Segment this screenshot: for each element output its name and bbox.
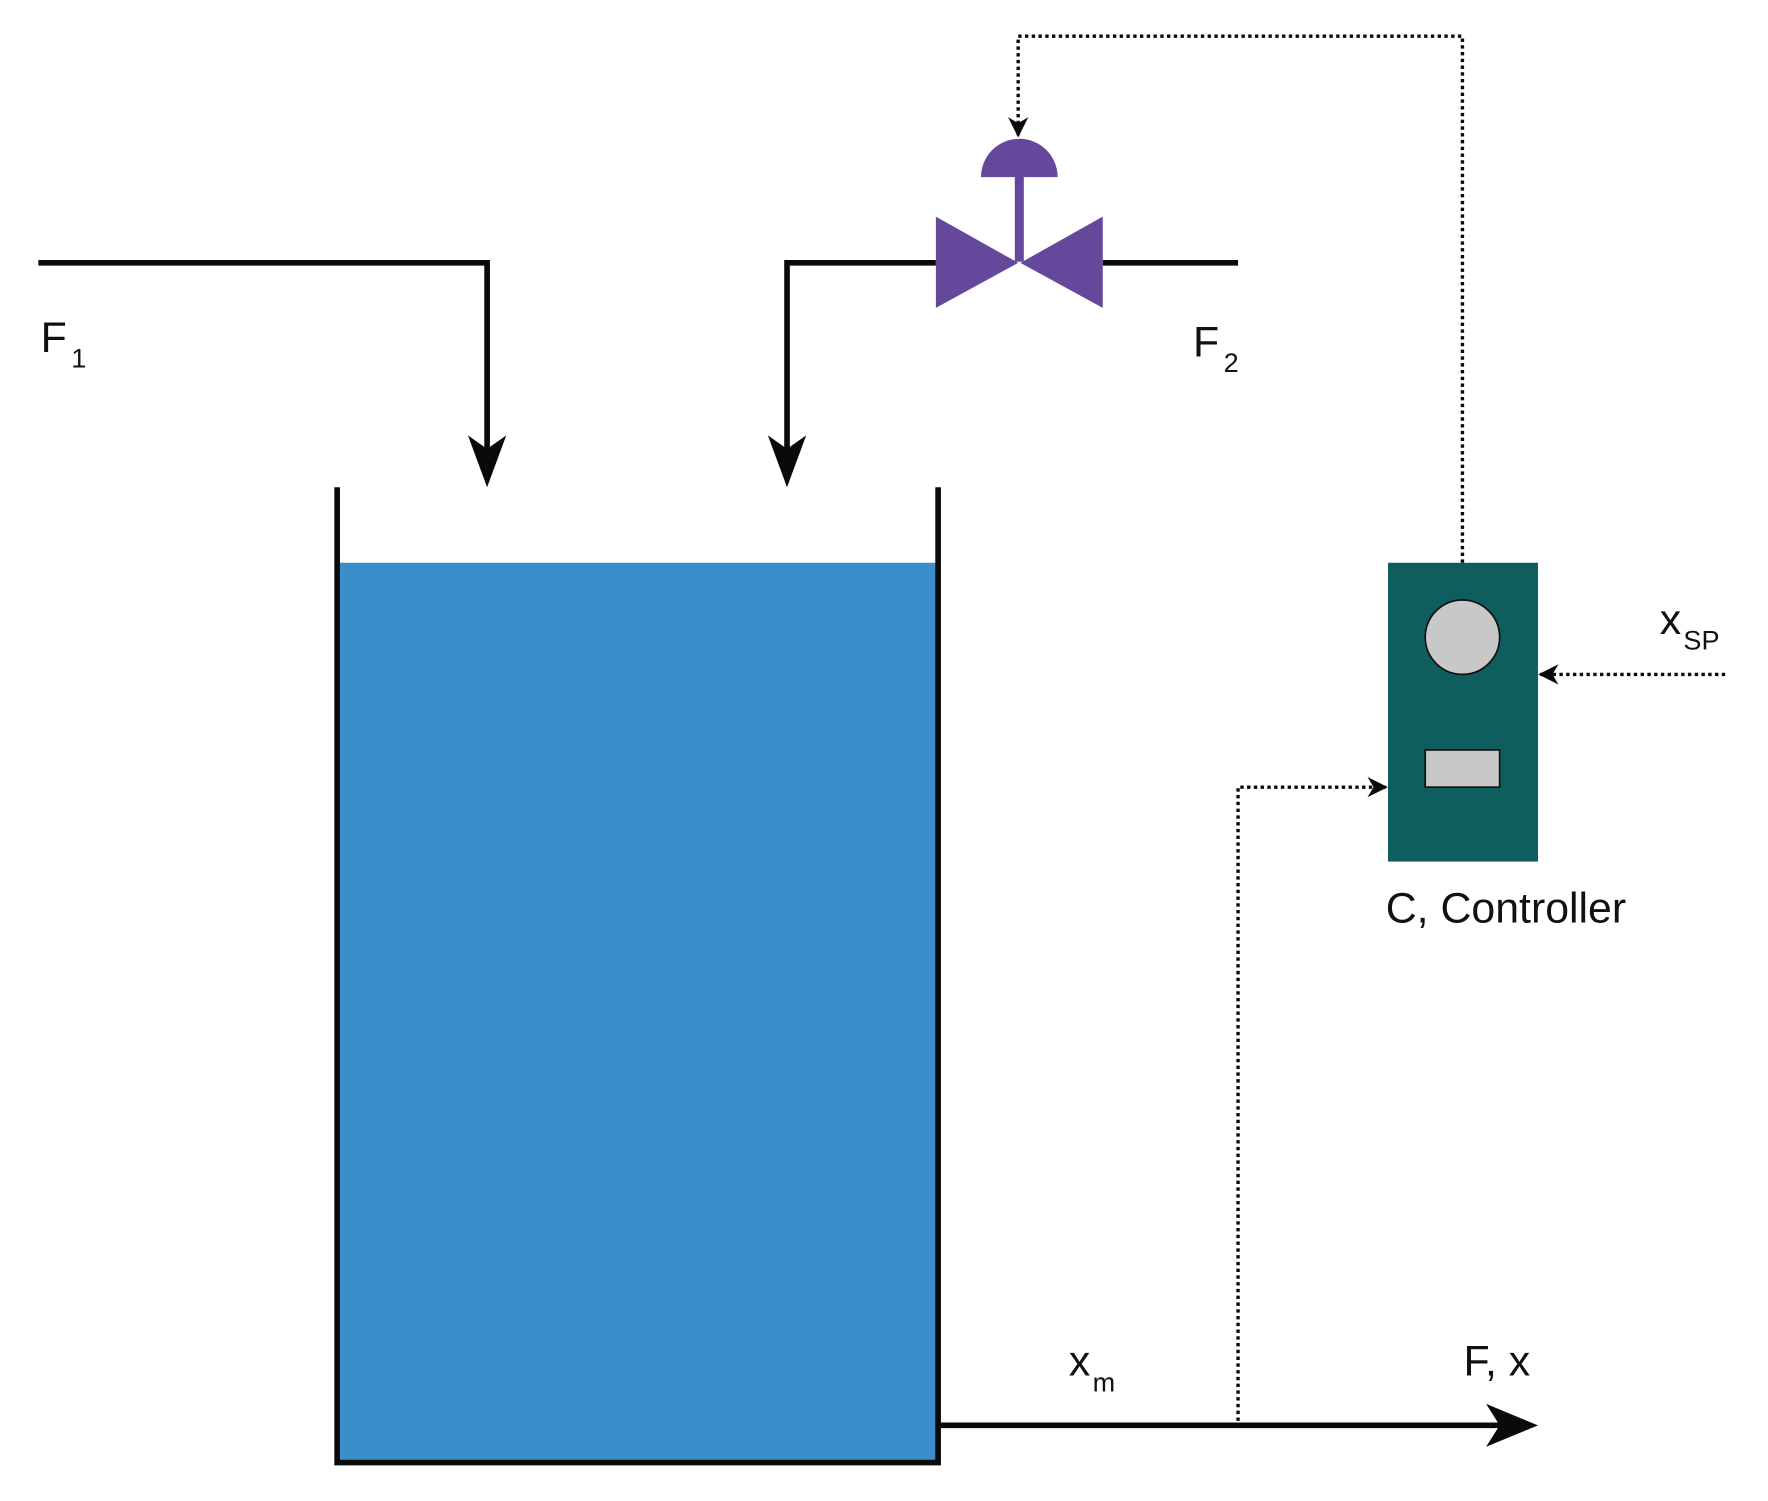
control-valve[interactable] [935,138,1103,308]
controller-display [1424,749,1501,788]
controller-output-signal [1008,34,1465,563]
controller-dial-icon [1424,599,1501,676]
valve-body-left [935,216,1019,308]
valve-stem [1014,176,1024,262]
label-xsp: xSP [1660,596,1720,656]
f1-arrow-head [467,435,507,488]
label-xm: xm [1069,1338,1115,1398]
controller[interactable] [1388,562,1538,862]
tank-wall [334,487,941,1466]
f1-inlet-pipe [38,260,490,452]
tank-liquid [338,562,937,1463]
valve-body-right [1020,216,1103,308]
valve-actuator-icon [980,138,1058,178]
label-controller: C, Controller [1386,884,1626,932]
outlet-arrow-head [1486,1403,1538,1447]
f2-arrow-head [767,435,807,488]
f2-inlet-pipe [784,260,936,452]
measurement-signal [1236,776,1388,1421]
label-outlet: F, x [1464,1338,1531,1386]
